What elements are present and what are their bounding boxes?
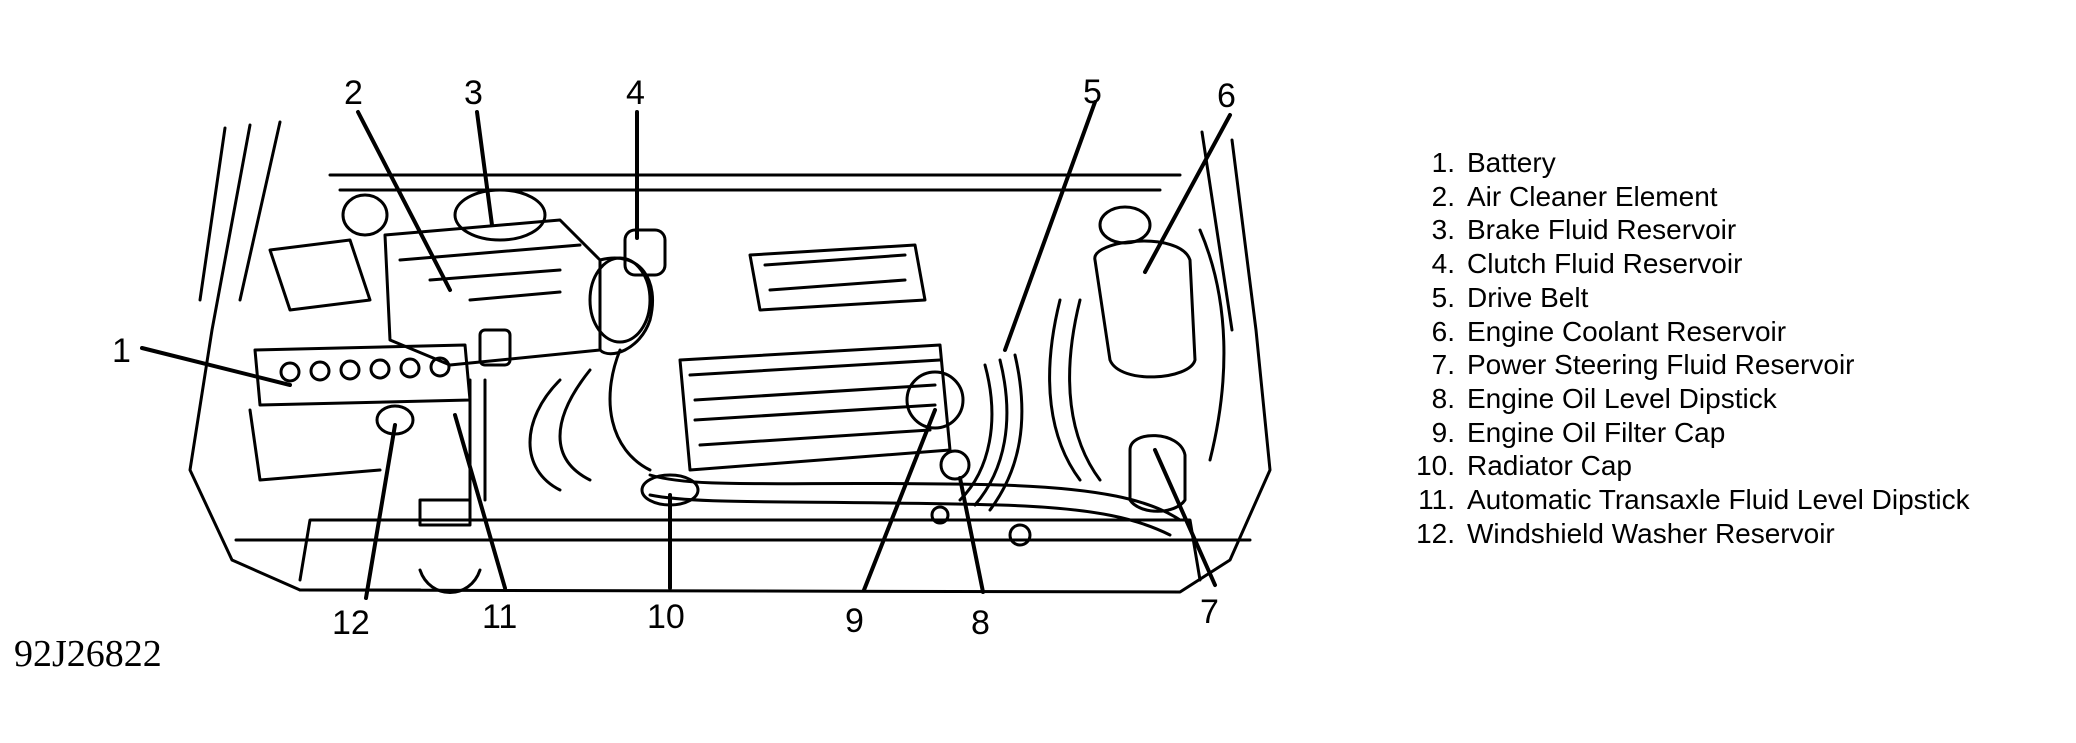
legend-label: Automatic Transaxle Fluid Level Dipstick (1467, 484, 1970, 516)
leader-8 (958, 476, 985, 594)
leader-2 (356, 110, 452, 292)
legend-number: 3. (1431, 214, 1455, 246)
callout-8: 8 (971, 604, 990, 642)
legend-label: Brake Fluid Reservoir (1467, 214, 1737, 246)
callout-leader-lines (140, 100, 1232, 600)
parts-legend: 1. Battery 2. Air Cleaner Element 3. Brake … (1405, 146, 1970, 550)
callout-5: 5 (1083, 73, 1102, 111)
leader-6 (1143, 113, 1232, 274)
legend-number: 7. (1431, 349, 1455, 381)
leader-11 (453, 413, 507, 590)
legend-number: 10. (1416, 450, 1455, 482)
legend-number: 1. (1431, 147, 1455, 178)
callout-1: 1 (112, 332, 131, 370)
leader-1 (140, 346, 292, 387)
legend-label: Drive Belt (1467, 281, 1589, 313)
legend-number: 11. (1418, 484, 1455, 516)
callout-10: 10 (647, 598, 685, 636)
legend-label: Air Cleaner Element (1467, 180, 1718, 212)
legend-item: 6. Engine Coolant Reservoir (1405, 315, 1970, 349)
callout-4: 4 (626, 74, 645, 112)
callout-6: 6 (1217, 77, 1236, 115)
legend-label: Engine Oil Level Dipstick (1467, 382, 1777, 414)
legend-label: Engine Oil Filter Cap (1467, 416, 1726, 448)
leader-3 (475, 110, 494, 227)
callout-numbers: 1 2 3 4 5 6 7 8 9 10 11 12 (112, 73, 1236, 642)
legend-item: 8. Engine Oil Level Dipstick (1405, 382, 1970, 416)
legend-item: 1. Battery (1405, 146, 1970, 180)
callout-2: 2 (344, 74, 363, 112)
legend-item: 11. Automatic Transaxle Fluid Level Dipst… (1405, 483, 1970, 517)
legend-item: 7. Power Steering Fluid Reservoir (1405, 348, 1970, 382)
legend-item: 2. Air Cleaner Element (1405, 180, 1970, 214)
legend-number: 2. (1431, 180, 1455, 212)
legend-label: Battery (1467, 147, 1556, 178)
legend-item: 4. Clutch Fluid Reservoir (1405, 247, 1970, 281)
legend-item: 12. Windshield Washer Reservoir (1405, 517, 1970, 551)
callout-11: 11 (482, 598, 517, 636)
legend-label: Clutch Fluid Reservoir (1467, 248, 1743, 280)
legend-item: 3. Brake Fluid Reservoir (1405, 213, 1970, 247)
legend-number: 9. (1431, 416, 1455, 448)
legend-number: 6. (1431, 315, 1455, 347)
legend-number: 8. (1431, 382, 1455, 414)
callout-9: 9 (845, 602, 864, 640)
legend-label: Radiator Cap (1467, 450, 1632, 482)
legend-label: Power Steering Fluid Reservoir (1467, 349, 1855, 381)
leader-5 (1003, 100, 1097, 352)
legend-label: Windshield Washer Reservoir (1467, 517, 1835, 549)
legend-number: 12. (1416, 517, 1455, 549)
legend-number: 5. (1431, 281, 1455, 313)
legend-number: 4. (1431, 248, 1455, 280)
legend-item: 9. Engine Oil Filter Cap (1405, 416, 1970, 450)
legend-item: 5. Drive Belt (1405, 281, 1970, 315)
callout-7: 7 (1200, 593, 1219, 631)
leader-7 (1153, 448, 1217, 587)
legend-item: 10. Radiator Cap (1405, 449, 1970, 483)
figure-id: 92J26822 (14, 633, 162, 675)
leader-9 (862, 408, 937, 592)
legend-label: Engine Coolant Reservoir (1467, 315, 1787, 347)
leader-12 (364, 423, 397, 600)
engine-bay-illustration (188, 120, 1272, 594)
callout-12: 12 (332, 604, 370, 642)
callout-3: 3 (464, 74, 483, 112)
